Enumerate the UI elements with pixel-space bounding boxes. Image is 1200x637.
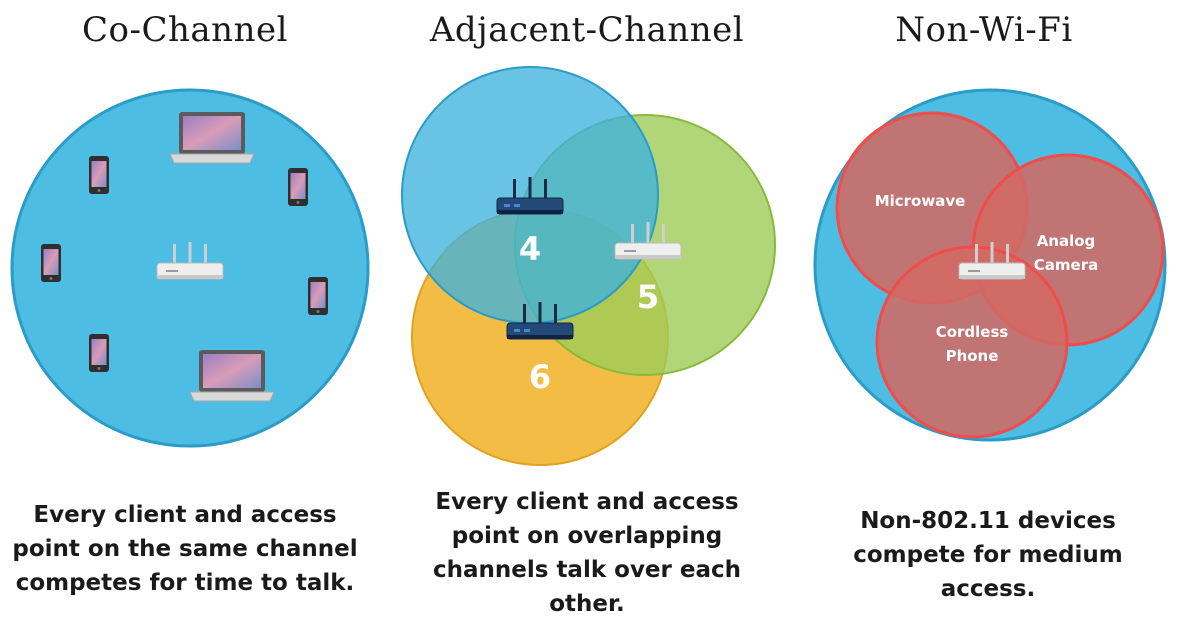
caption-line: access.: [940, 576, 1036, 602]
laptop-icon: [189, 349, 275, 402]
cordless-phone-label-line2: Phone: [946, 347, 999, 365]
title-adjacent-channel: Adjacent-Channel: [429, 10, 745, 50]
caption-line: point on the same channel: [12, 536, 358, 562]
phone-icon: [308, 277, 328, 315]
phone-interference-circle: [875, 245, 1069, 439]
title-non-wifi: Non-Wi-Fi: [895, 10, 1073, 50]
laptop-icon: [169, 111, 255, 164]
phone-icon: [41, 244, 61, 282]
phone-icon: [89, 334, 109, 372]
channel-5-label: 5: [637, 278, 659, 316]
caption-co-channel: Every client and access point on the sam…: [0, 498, 385, 600]
caption-line: point on overlapping: [451, 523, 723, 549]
channel-6-label: 6: [529, 358, 551, 396]
co-channel-panel: [10, 88, 370, 448]
phone-icon: [89, 156, 109, 194]
caption-line: channels talk over each: [432, 557, 742, 583]
title-co-channel: Co-Channel: [82, 10, 288, 50]
analog-camera-label-line1: Analog: [1037, 232, 1096, 250]
caption-line: Every client and access: [435, 489, 739, 515]
caption-line: Every client and access: [33, 502, 337, 528]
caption-line: compete for medium: [853, 542, 1123, 568]
caption-adjacent-channel: Every client and access point on overlap…: [387, 485, 787, 621]
phone-icon: [288, 168, 308, 206]
channel-4-label: 4: [519, 230, 541, 268]
microwave-label: Microwave: [875, 192, 966, 210]
caption-line: other.: [549, 591, 625, 617]
non-wifi-panel: Microwave Analog Camera Cordless Phone: [813, 88, 1167, 442]
adjacent-channel-panel: 4 5 6: [401, 66, 776, 466]
caption-line: competes for time to talk.: [15, 570, 355, 596]
caption-non-wifi: Non-802.11 devices compete for medium ac…: [788, 504, 1188, 606]
analog-camera-label-line2: Camera: [1034, 256, 1098, 274]
cordless-phone-label-line1: Cordless: [936, 323, 1009, 341]
caption-line: Non-802.11 devices: [860, 508, 1116, 534]
